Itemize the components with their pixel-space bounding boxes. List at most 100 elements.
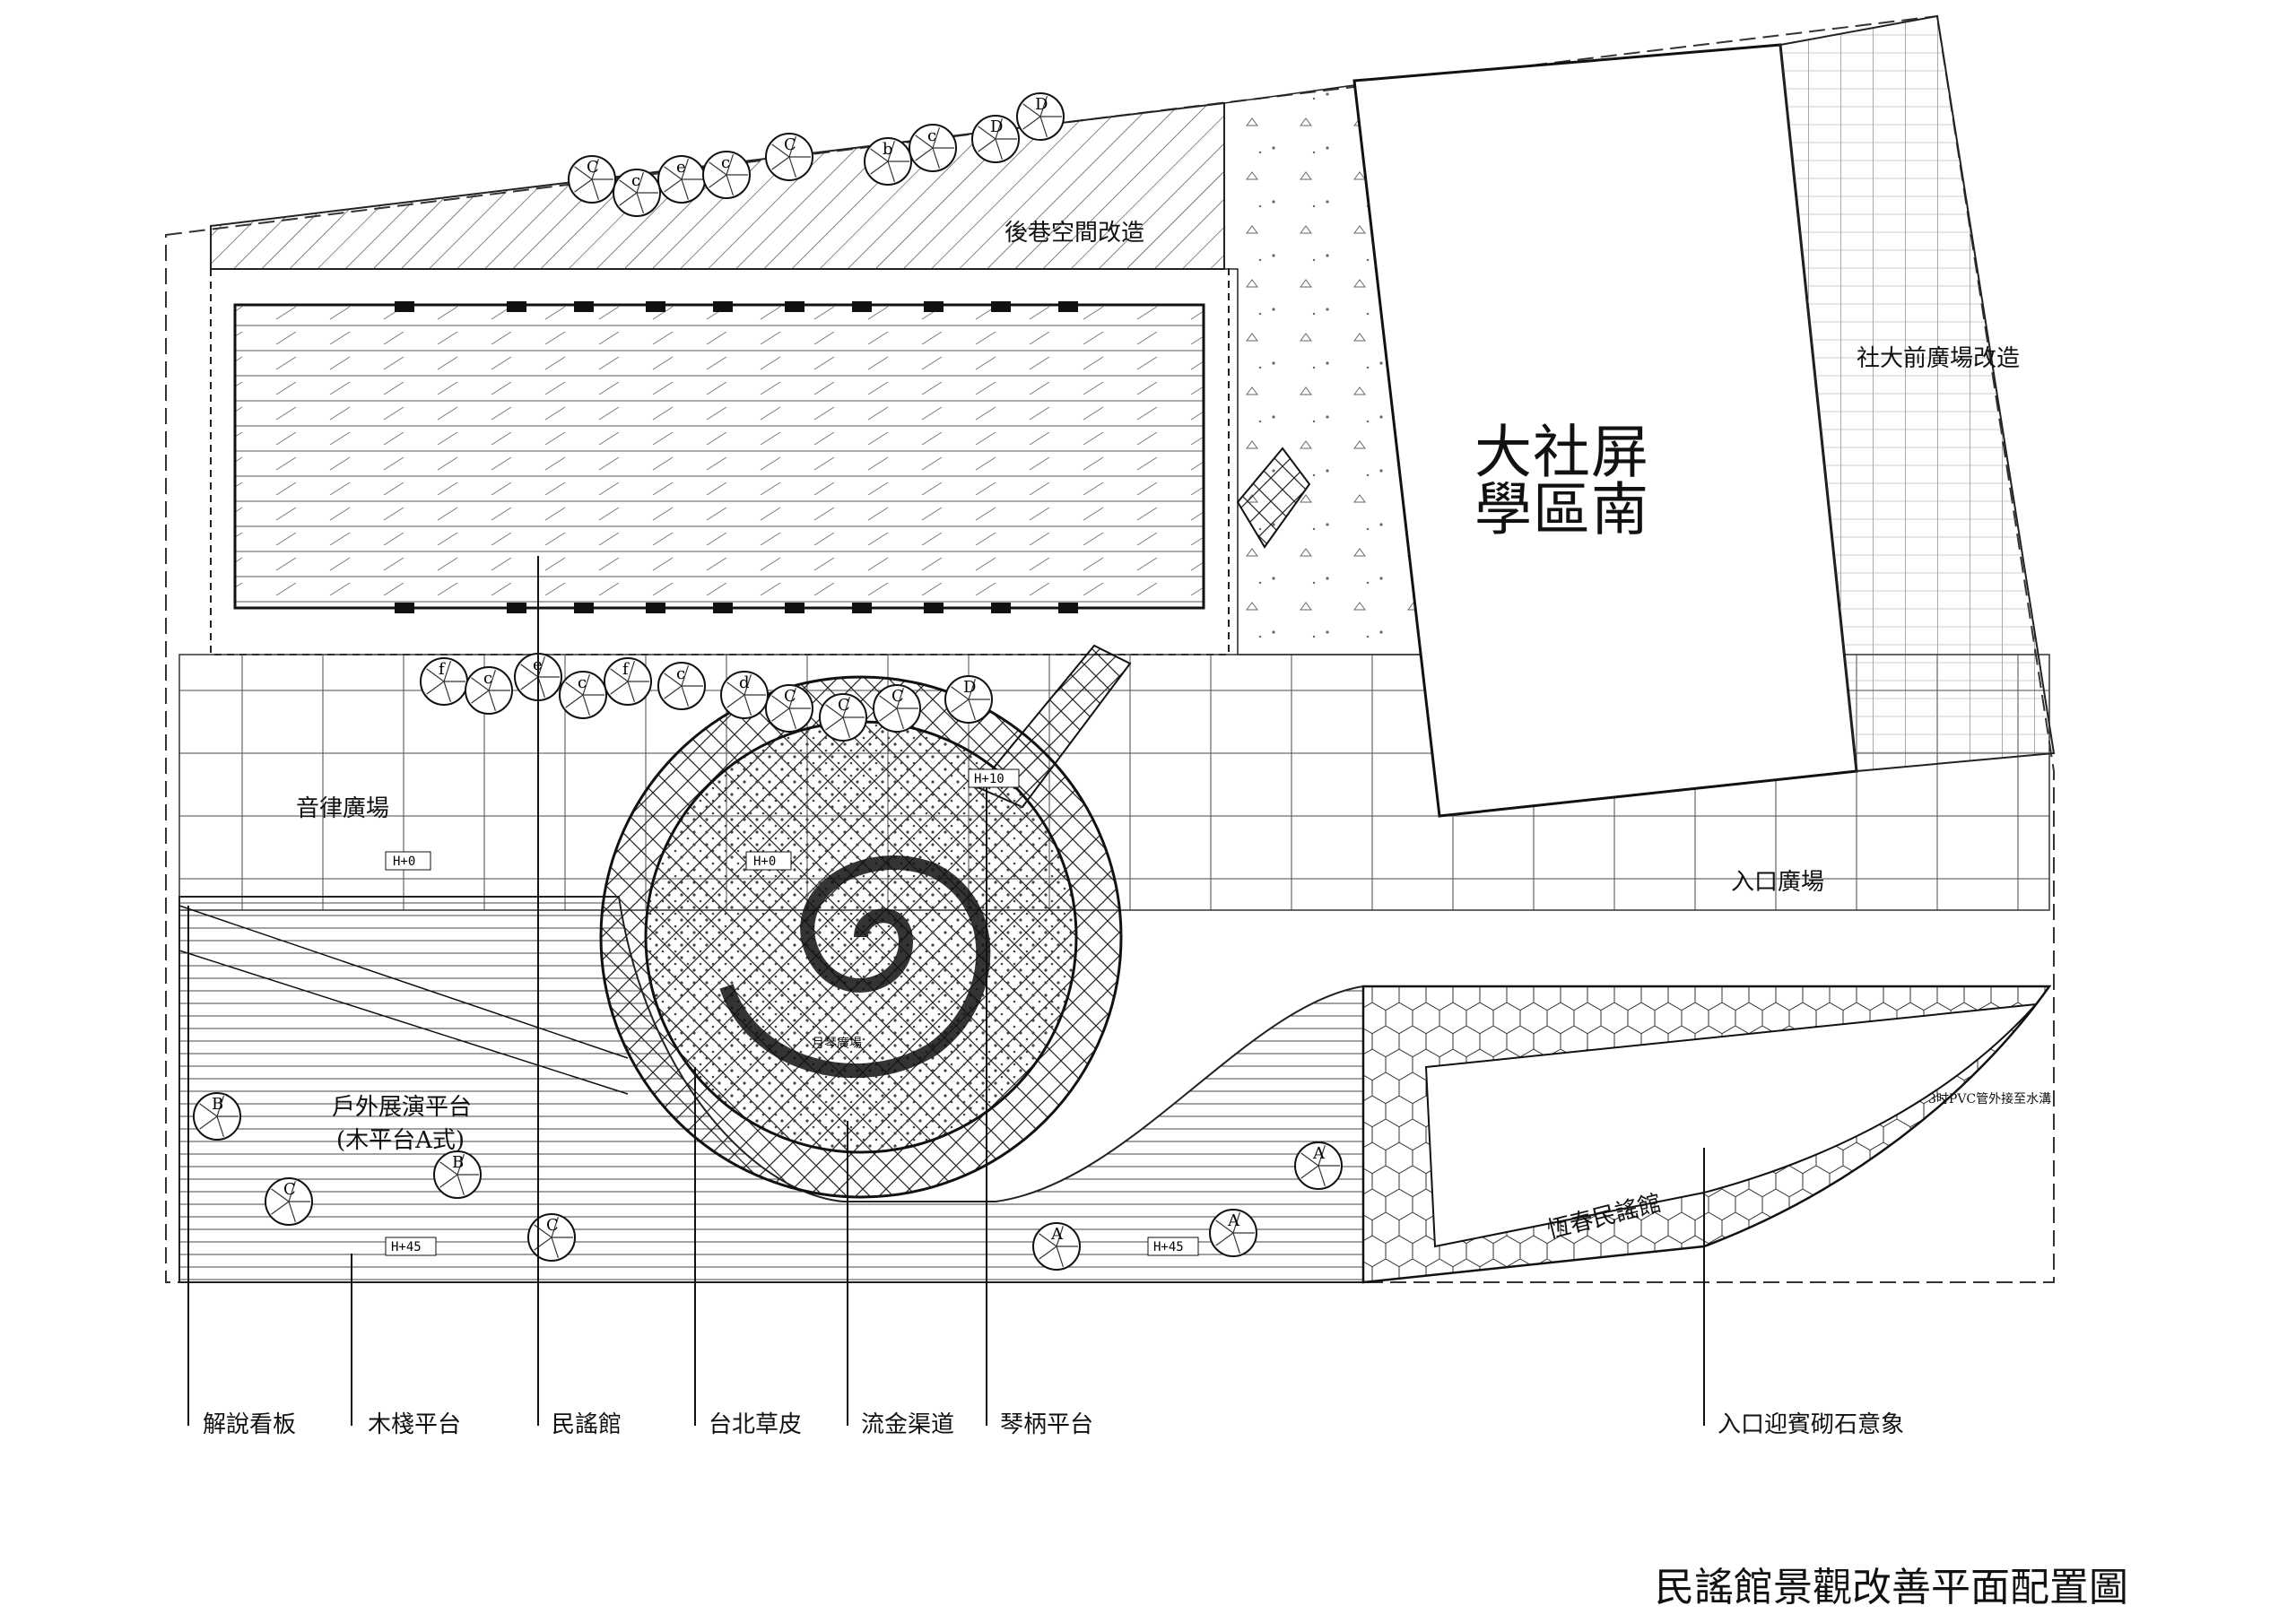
tree-branch <box>271 1201 290 1215</box>
tree-symbol: b <box>864 137 912 186</box>
tree-branch <box>520 664 539 678</box>
tree-branch <box>636 171 644 194</box>
tree-symbol: C <box>527 1213 576 1262</box>
tree-branch <box>825 716 844 731</box>
tree-symbol: B <box>193 1092 241 1141</box>
tree-branch <box>1022 116 1041 130</box>
wall-post-bottom <box>924 603 944 613</box>
tree-branch <box>681 685 689 707</box>
tree-branch <box>443 660 451 682</box>
tree-branch <box>439 1161 458 1176</box>
tree-branch <box>744 673 752 696</box>
tree-letter: d <box>739 673 750 692</box>
label-stage-line1: 戶外展演平台 <box>332 1094 472 1121</box>
tree-branch <box>896 707 904 730</box>
tree-symbol: C <box>873 684 921 733</box>
wall-post-top <box>395 301 414 312</box>
tree-branch <box>825 704 844 718</box>
tree-branch <box>537 655 545 678</box>
tree-letter: e <box>676 158 686 177</box>
tree-symbol: A <box>1032 1222 1081 1271</box>
callout-interpretive-sign: 解說看板 <box>203 1411 296 1438</box>
tree-branch <box>574 166 593 180</box>
stamp-1: H+0 <box>393 855 415 869</box>
tree-branch <box>443 681 451 703</box>
tree-branch <box>199 1103 218 1117</box>
tree-branch <box>610 681 629 695</box>
tree-branch <box>978 138 996 152</box>
tree-branch <box>636 192 644 214</box>
tree-branch <box>216 1095 224 1117</box>
tree-letter: c <box>483 669 492 688</box>
stamp-4: H+45 <box>1153 1240 1184 1254</box>
tree-letter: D <box>990 117 1003 136</box>
callout-entrance-stone: 入口迎賓砌石意象 <box>1718 1411 1904 1438</box>
tree-letter: C <box>891 687 904 706</box>
tree-branch <box>995 138 1003 161</box>
tree-branch <box>896 687 904 709</box>
tree-branch <box>439 1174 458 1188</box>
tree-branch <box>788 156 796 178</box>
tree-letter: c <box>631 171 640 190</box>
tree-letter: C <box>784 135 796 154</box>
tree-branch <box>726 681 745 696</box>
wall-post-top <box>507 301 526 312</box>
wall-post-top <box>991 301 1011 312</box>
tree-branch <box>199 1115 218 1130</box>
tree-branch <box>788 707 796 730</box>
school-name-line3: 大學 <box>1465 421 1531 536</box>
tree-branch <box>887 140 895 162</box>
tree-branch <box>771 156 790 170</box>
tree-branch <box>591 178 599 201</box>
tree-letter: c <box>721 153 730 172</box>
callout-museum: 民謠館 <box>552 1411 622 1438</box>
tree-branch <box>1039 116 1048 138</box>
tree-letter: C <box>546 1216 559 1235</box>
tree-letter: C <box>784 687 796 706</box>
callout-lawn: 台北草皮 <box>709 1411 802 1438</box>
property-boundary <box>165 14 2055 1283</box>
tree-branch <box>426 668 445 682</box>
tree-branch <box>842 716 850 739</box>
label-stage-line2: (木平台A式) <box>336 1127 465 1154</box>
stamp-5: H+10 <box>974 772 1004 786</box>
tree-symbol: f <box>604 657 652 706</box>
tree-symbol: C <box>568 155 616 204</box>
tree-branch <box>915 147 934 161</box>
tree-branch <box>1056 1245 1064 1268</box>
label-entrance-plaza: 入口廣場 <box>1731 869 1824 896</box>
tree-symbol: C <box>819 693 867 742</box>
level-stamps: H+0 H+0 H+45 H+45 H+10 <box>385 768 1199 1256</box>
tree-branch <box>771 707 790 722</box>
tree-symbol: c <box>559 671 607 719</box>
label-back-alley: 後巷空間改造 <box>1004 220 1144 247</box>
tree-letter: f <box>439 660 446 679</box>
museum-building <box>233 303 1205 610</box>
tree-letter: A <box>1050 1225 1064 1244</box>
tree-branch <box>842 696 850 718</box>
wall-post-top <box>574 301 594 312</box>
wall-post-bottom <box>507 603 526 613</box>
school-front-plaza <box>1779 14 2056 773</box>
tree-branch <box>664 673 683 687</box>
tree-letter: D <box>963 678 976 697</box>
label-rhythm-plaza: 音律廣場 <box>296 795 389 822</box>
tree-branch <box>488 669 496 691</box>
tree-branch <box>551 1237 559 1259</box>
tree-branch <box>1215 1232 1234 1246</box>
wall-post-top <box>1058 301 1078 312</box>
tree-branch <box>537 676 545 699</box>
tree-branch <box>870 161 889 175</box>
tree-branch <box>726 174 734 196</box>
tree-branch <box>932 147 940 169</box>
tree-branch <box>879 695 898 709</box>
tree-branch <box>551 1216 559 1238</box>
drawing-title: 民謠館景觀改善平面配置圖 <box>1655 1565 2128 1610</box>
tree-symbol: d <box>720 671 769 719</box>
tree-branch <box>951 699 970 713</box>
stamp-2: H+0 <box>753 855 776 869</box>
tree-letter: B <box>212 1095 223 1114</box>
tree-branch <box>1300 1165 1319 1179</box>
callout-boardwalk: 木棧平台 <box>368 1411 461 1438</box>
